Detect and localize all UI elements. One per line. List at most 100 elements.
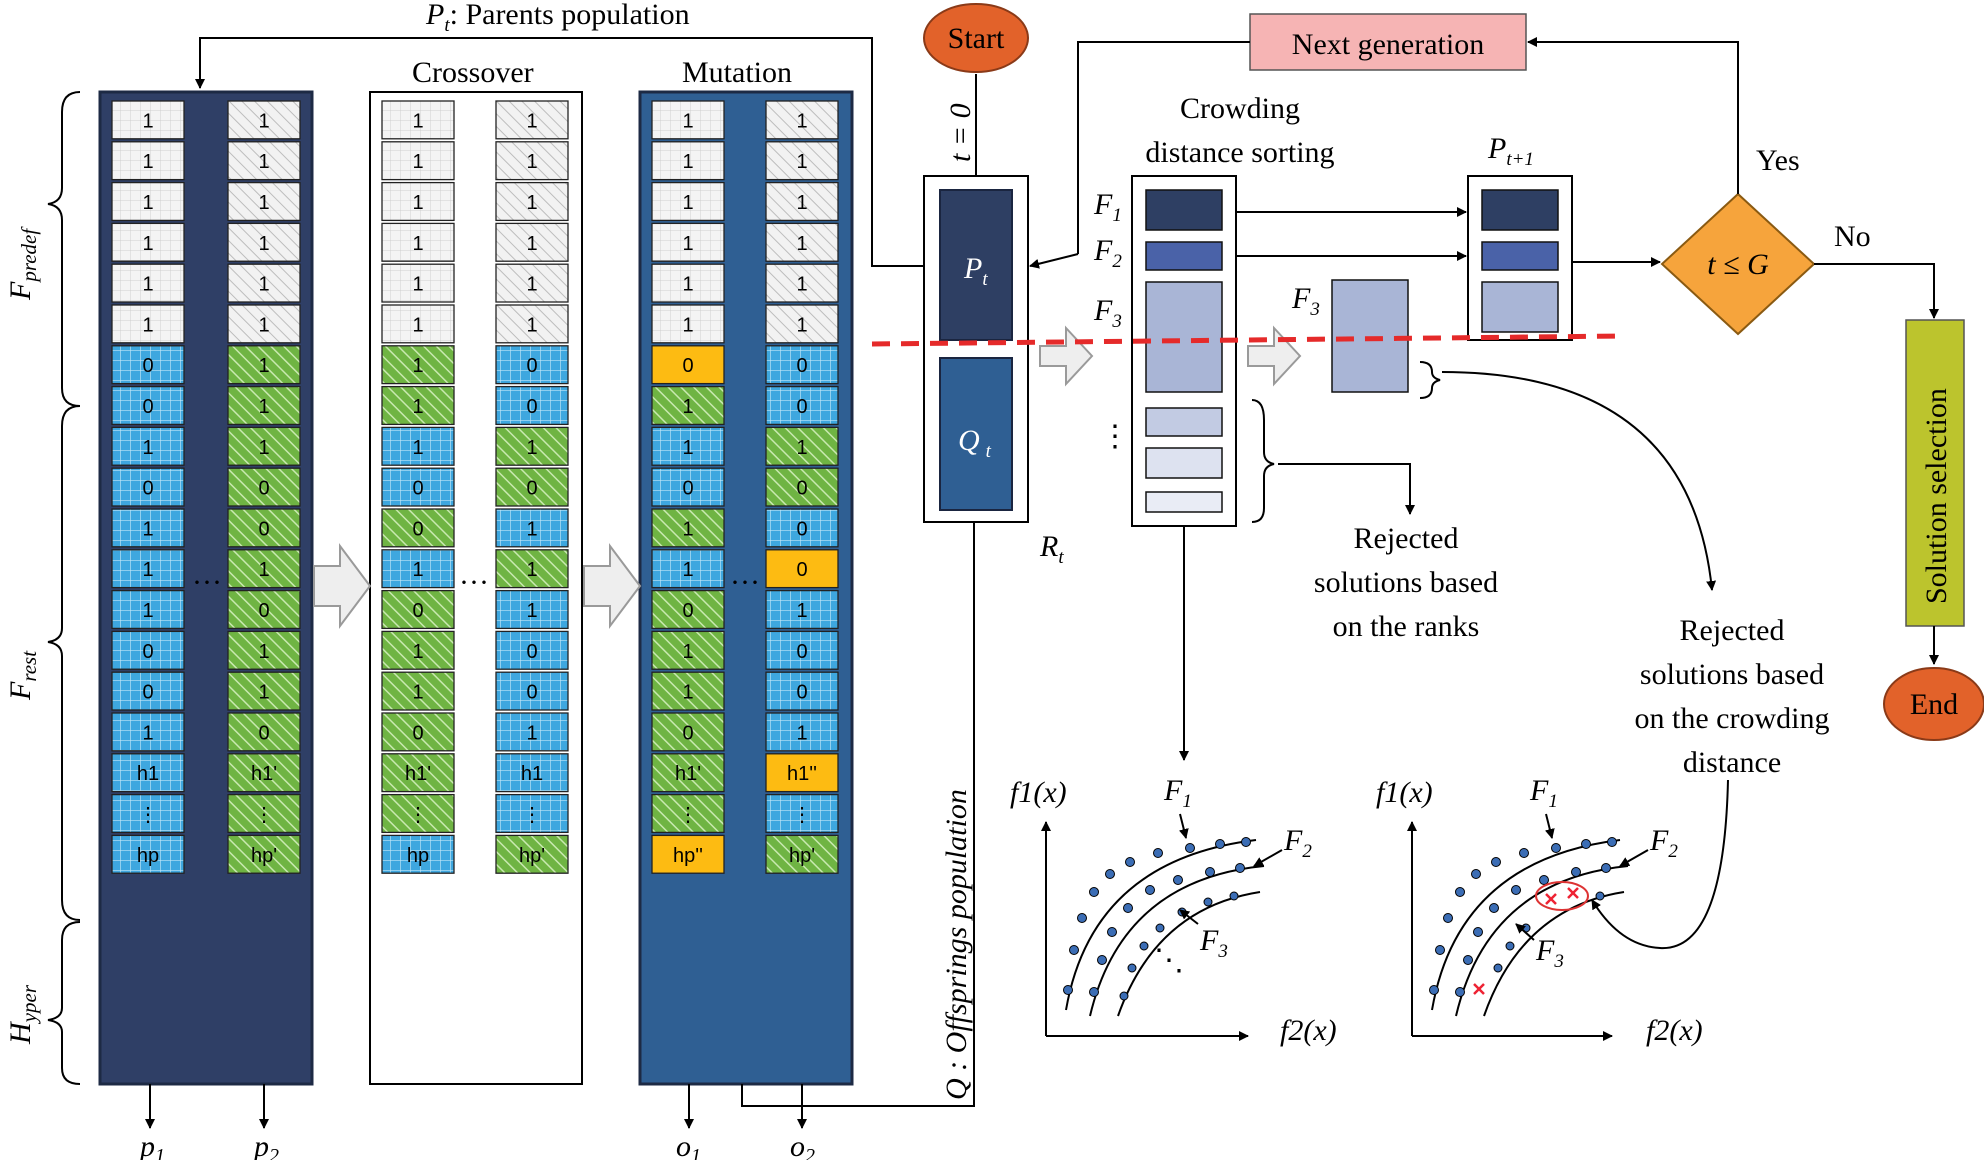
gene-cell [765, 263, 839, 303]
gene-value: 1 [682, 437, 693, 459]
rejected-ranks-1: Rejected [1354, 522, 1459, 555]
gene-value: 0 [526, 396, 537, 418]
plot1-xlabel: f2(x) [1280, 1014, 1337, 1047]
cutoff-line [871, 333, 1625, 347]
gene-cell [651, 263, 725, 303]
gene-cell [495, 467, 569, 507]
gene-value: 1 [258, 274, 269, 296]
yes-label: Yes [1756, 144, 1800, 177]
gene-value: 1 [412, 110, 423, 132]
svg-text:F1: F1 [1529, 774, 1558, 812]
gene-value: 1 [682, 682, 693, 704]
gene-value: 0 [682, 355, 693, 377]
gene-value: 1 [526, 110, 537, 132]
gene-cell [227, 793, 301, 834]
f1-label: F1 [1093, 188, 1122, 226]
gene-value: 1 [796, 722, 807, 744]
gene-value: 0 [142, 355, 153, 377]
gene-cell [381, 834, 455, 874]
gene-cell [227, 549, 301, 589]
gene-cell [765, 304, 839, 344]
gene-cell [765, 141, 839, 181]
gene-cell [651, 793, 725, 834]
gene-value: 1 [526, 722, 537, 744]
gene-value: 1 [142, 437, 153, 459]
gene-cell [651, 549, 725, 589]
rejected-crowding-2: solutions based [1640, 658, 1824, 691]
gene-value: 0 [796, 396, 807, 418]
gene-cell [495, 549, 569, 589]
gene-cell [227, 304, 301, 344]
pareto-plot-1: f1(x) f2(x) F1 F2 F3 ⋱ [1010, 774, 1337, 1047]
gene-cell [495, 222, 569, 262]
gene-cell [765, 100, 839, 140]
f3-out-label: F3 [1291, 282, 1320, 320]
gene-value: h1 [521, 763, 543, 785]
gene-cell [381, 141, 455, 181]
start-label: Start [948, 22, 1005, 55]
gene-value: 1 [796, 110, 807, 132]
no-arrow [1814, 263, 1939, 319]
next-generation-box [1249, 13, 1527, 71]
pt-label: Pt [963, 252, 988, 290]
gene-value: 1 [142, 518, 153, 540]
gene-value: 1 [142, 110, 153, 132]
gene-value: 1 [142, 233, 153, 255]
gene-cell [495, 141, 569, 181]
f2-label: F2 [1093, 234, 1122, 272]
o2-label: o2 [790, 1130, 815, 1160]
plot2-ylabel: f1(x) [1376, 776, 1433, 809]
gene-value: 0 [796, 682, 807, 704]
p1-label: p1 [138, 1130, 165, 1160]
gene-value: 1 [412, 192, 423, 214]
gene-cell [381, 181, 455, 222]
gene-value: 1 [258, 641, 269, 663]
gene-cell [765, 589, 839, 630]
gene-cell [111, 753, 185, 793]
predef-label: Fpredef [4, 226, 41, 301]
gene-value: 1 [682, 518, 693, 540]
plot2-xlabel: f2(x) [1646, 1014, 1703, 1047]
pt-box [939, 189, 1013, 341]
parents-feedback-arrow [195, 37, 948, 267]
gene-cell [651, 426, 725, 466]
gene-value: 1 [682, 314, 693, 336]
gene-value: hp' [519, 845, 545, 867]
gene-value: 0 [796, 355, 807, 377]
gene-value: 0 [142, 682, 153, 704]
gene-value: h1 [137, 763, 159, 785]
gene-cell [651, 304, 725, 344]
condition-label: t ≤ G [1707, 248, 1769, 281]
gene-cell [227, 141, 301, 181]
gene-cell [111, 793, 185, 834]
gene-value: 0 [526, 682, 537, 704]
gene-cell [495, 671, 569, 711]
gene-cell [495, 263, 569, 303]
gene-cell [227, 753, 301, 793]
gene-cell [765, 549, 839, 589]
gene-value: ⋮ [254, 804, 274, 826]
gene-cell [495, 100, 569, 140]
gene-cell [765, 426, 839, 466]
svg-text:F2: F2 [1649, 824, 1678, 862]
start-node [923, 3, 1029, 73]
front-f5-box [1145, 447, 1223, 479]
no-label: No [1834, 220, 1871, 253]
chromosome-cells: 1111110010111001h1⋮hp1111111110010110h1'… [111, 100, 839, 874]
gene-value: 0 [258, 518, 269, 540]
gene-cell [495, 712, 569, 752]
gene-cell [227, 181, 301, 222]
gene-value: 1 [412, 355, 423, 377]
gene-cell [381, 426, 455, 466]
gene-cell [111, 181, 185, 222]
gene-cell [227, 222, 301, 262]
gene-value: 1 [796, 600, 807, 622]
gene-value: 1 [142, 722, 153, 744]
rejected-crowding-3: on the crowding [1635, 702, 1830, 735]
gene-cell [765, 508, 839, 548]
gene-cell [111, 426, 185, 466]
gene-value: 1 [412, 437, 423, 459]
gene-value: 1 [412, 641, 423, 663]
